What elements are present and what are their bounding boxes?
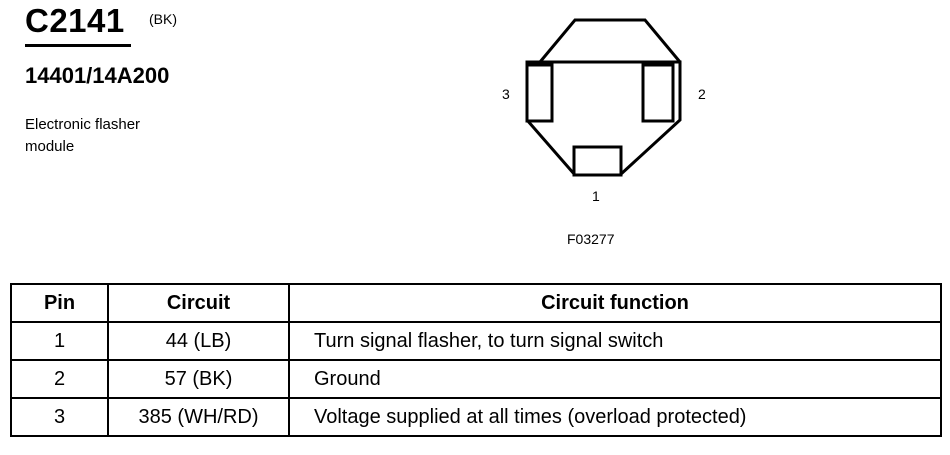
circuit-cell: 44 (LB) <box>107 321 290 361</box>
title-underline <box>25 44 131 47</box>
table-row: 1 44 (LB) Turn signal flasher, to turn s… <box>10 321 942 361</box>
circuit-cell: 57 (BK) <box>107 359 290 399</box>
connector-diagram: 3 2 1 F03277 <box>490 10 730 250</box>
part-number: 14401/14A200 <box>25 63 170 88</box>
connector-latch <box>538 18 682 63</box>
pin-cell: 3 <box>10 397 109 437</box>
pin-table: Pin Circuit Circuit function 1 44 (LB) T… <box>10 283 942 437</box>
pin-3-terminal <box>525 63 554 123</box>
connector-id: C2141 <box>25 2 125 39</box>
header-circuit: Circuit <box>107 283 290 323</box>
table-row: 2 57 (BK) Ground <box>10 359 942 399</box>
component-description: Electronic flasher module <box>25 116 141 155</box>
color-code: (BK) <box>149 11 177 27</box>
connector-face-svg: 3 2 1 F03277 <box>502 18 706 247</box>
function-cell: Ground <box>288 359 942 399</box>
pin-cell: 2 <box>10 359 109 399</box>
pin-1-terminal <box>572 145 623 177</box>
header-pin: Pin <box>10 283 109 323</box>
figure-id: F03277 <box>567 231 615 247</box>
table-row: 3 385 (WH/RD) Voltage supplied at all ti… <box>10 397 942 437</box>
pin-cell: 1 <box>10 321 109 361</box>
pin-2-label: 2 <box>698 86 706 102</box>
table-header-row: Pin Circuit Circuit function <box>10 283 942 323</box>
function-cell: Turn signal flasher, to turn signal swit… <box>288 321 942 361</box>
header-circuit-function: Circuit function <box>288 283 942 323</box>
pin-1-label: 1 <box>592 188 600 204</box>
pin-3-label: 3 <box>502 86 510 102</box>
connector-body <box>525 60 682 177</box>
function-cell: Voltage supplied at all times (overload … <box>288 397 942 437</box>
circuit-cell: 385 (WH/RD) <box>107 397 290 437</box>
pin-2-terminal <box>641 63 675 123</box>
